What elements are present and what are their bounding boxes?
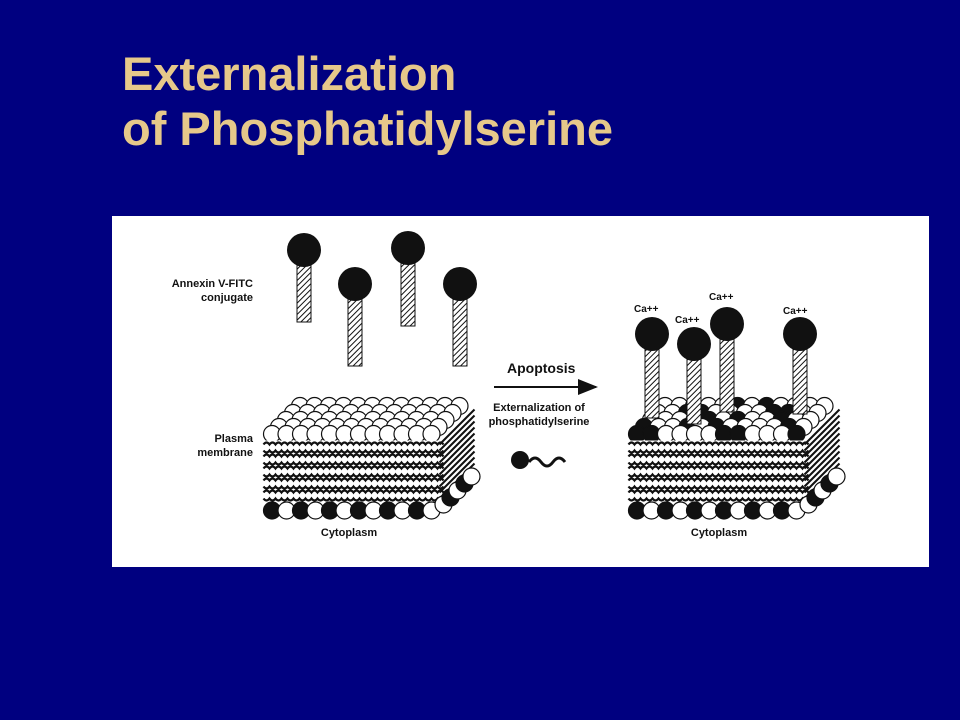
- phospholipid-icon: [511, 451, 567, 469]
- calcium-label: Ca++: [634, 304, 659, 315]
- right-cytoplasm-label: Cytoplasm: [691, 527, 747, 539]
- membrane-label-line-1: Plasma: [214, 433, 253, 445]
- membrane-label-line-2: membrane: [197, 447, 253, 459]
- right-membrane-bilayer: [627, 396, 846, 520]
- apoptosis-diagram: Annexin V-FITC conjugate Plasma membrane…: [172, 231, 846, 539]
- left-membrane-bilayer: [262, 396, 481, 520]
- bound-annexin-probe: [635, 317, 669, 419]
- slide-title-line-2: of Phosphatidylserine: [122, 102, 613, 155]
- probe-label-line-2: conjugate: [201, 292, 253, 304]
- annexin-probe: [338, 267, 372, 367]
- calcium-label: Ca++: [709, 292, 734, 303]
- probe-label-line-1: Annexin V-FITC: [172, 278, 253, 290]
- annexin-probe: [391, 231, 425, 327]
- arrow-label-line-1: Externalization of: [493, 402, 585, 414]
- calcium-label: Ca++: [783, 306, 808, 317]
- figure-panel: Annexin V-FITC conjugate Plasma membrane…: [112, 216, 929, 567]
- annexin-probe: [287, 233, 321, 323]
- arrow-label-apoptosis: Apoptosis: [507, 360, 576, 376]
- slide-title-line-1: Externalization: [122, 47, 457, 100]
- slide-title: Externalization of Phosphatidylserine: [122, 46, 613, 156]
- arrow-label-line-2: phosphatidylserine: [489, 416, 590, 428]
- bound-annexin-probe: [677, 327, 711, 425]
- left-cytoplasm-label: Cytoplasm: [321, 527, 377, 539]
- bound-annexin-probe: [710, 307, 744, 413]
- bound-annexin-probe: [783, 317, 817, 415]
- annexin-probe: [443, 267, 477, 367]
- calcium-label: Ca++: [675, 315, 700, 326]
- annexin-probes-group: [287, 231, 477, 367]
- bound-annexin-probes-group: [635, 307, 817, 425]
